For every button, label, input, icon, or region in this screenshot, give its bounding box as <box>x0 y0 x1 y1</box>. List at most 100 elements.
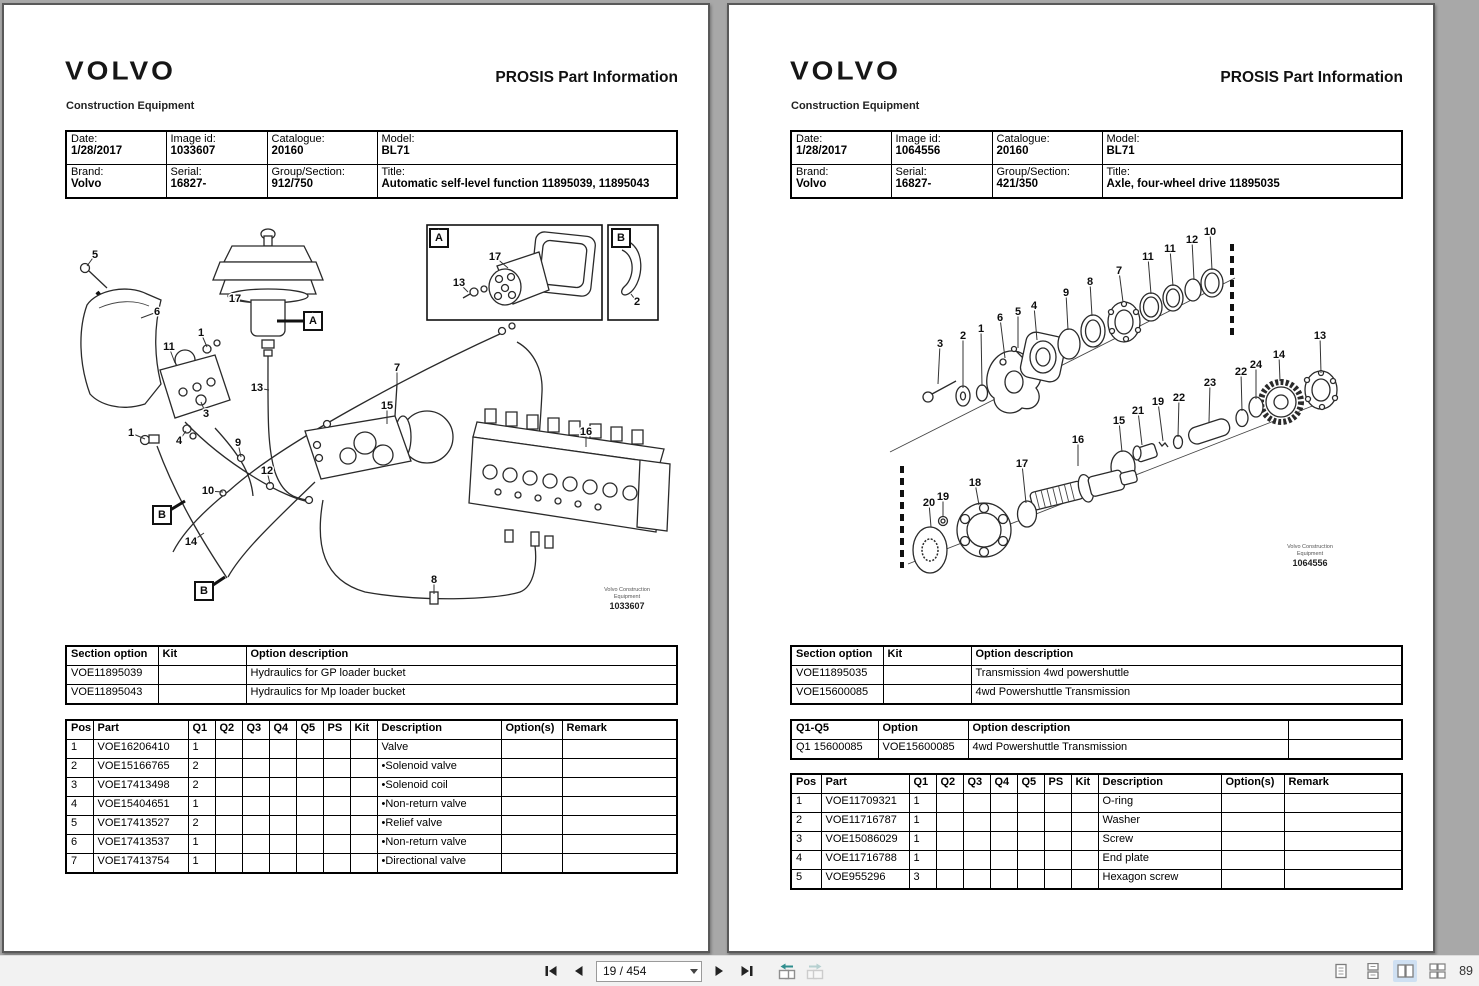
cell-q1: 1 <box>908 850 937 870</box>
column-header: Q3 <box>962 773 991 794</box>
column-header: Part <box>92 719 189 740</box>
leader-line <box>1147 256 1152 295</box>
cell-pos: 1 <box>65 739 94 759</box>
leader-line <box>266 470 271 485</box>
viewer-toolbar: 19 / 454 <box>0 955 1479 986</box>
cell-q1: 1 <box>187 796 216 816</box>
callout-label: 16 <box>1072 434 1084 446</box>
leader-line <box>1209 231 1213 271</box>
column-header: Option description <box>245 645 678 666</box>
cell-q3 <box>241 777 270 797</box>
page-number-dropdown[interactable]: 19 / 454 <box>596 960 702 982</box>
cell-desc: Transmission 4wd powershuttle <box>970 665 1403 685</box>
joystick-art <box>212 228 324 501</box>
cell-kit <box>1070 850 1099 870</box>
callout-label: 17 <box>1016 458 1028 470</box>
two-page-continuous-icon <box>1428 963 1446 979</box>
callout-label: 4 <box>176 435 183 447</box>
cell-q3 <box>241 815 270 835</box>
leader-line <box>140 311 158 319</box>
single-page-icon <box>1335 963 1347 979</box>
cell-pos: 4 <box>65 796 94 816</box>
cell-remark <box>561 777 678 797</box>
cell-q3 <box>241 758 270 778</box>
cell-q5 <box>295 834 324 854</box>
construction-equipment-label: Construction Equipment <box>66 100 195 112</box>
cell-desc: Hexagon screw <box>1097 869 1222 890</box>
two-page-view-button[interactable] <box>1393 960 1418 982</box>
last-page-button[interactable] <box>736 960 758 982</box>
cell-part: VOE17413754 <box>92 853 189 874</box>
selflevel-valve-art <box>304 410 454 480</box>
page-title: PROSIS Part Information <box>495 69 678 86</box>
cell-desc: 4wd Powershuttle Transmission <box>970 684 1403 705</box>
cell-q5 <box>1016 812 1045 832</box>
leader-line <box>928 502 932 528</box>
callout-label: 7 <box>394 362 400 374</box>
cell-q2 <box>935 869 964 890</box>
callout-label: 17 <box>489 251 501 263</box>
leader-line <box>1065 292 1069 331</box>
callout-label: 5 <box>92 249 98 261</box>
cell-q4 <box>268 758 297 778</box>
column-header <box>1287 719 1403 740</box>
cell-q2 <box>214 739 243 759</box>
cell-kit <box>1070 812 1099 832</box>
cell-q3 <box>241 853 270 874</box>
previous-page-icon <box>575 966 583 976</box>
callout-label: 15 <box>1113 415 1125 427</box>
cell-desc: •Solenoid valve <box>376 758 502 778</box>
cell-extra <box>1287 739 1403 760</box>
cell-kit <box>157 665 247 685</box>
ref-letter-box <box>303 311 323 331</box>
first-page-icon <box>545 966 557 976</box>
info-date: Date:1/28/2017 <box>790 130 892 165</box>
next-page-button[interactable] <box>708 960 730 982</box>
leader-line <box>234 298 252 303</box>
previous-page-button[interactable] <box>568 960 590 982</box>
cell-desc: •Non-return valve <box>376 796 502 816</box>
callout-label: 1 <box>128 427 134 439</box>
column-header: Kit <box>1070 773 1099 794</box>
column-header: Description <box>1097 773 1222 794</box>
callout-label: 8 <box>431 574 437 586</box>
callout-label: 6 <box>154 306 160 318</box>
continuous-view-button[interactable] <box>1361 960 1385 982</box>
bracket-art <box>79 262 162 408</box>
cell-opt <box>1220 850 1285 870</box>
section-options-table: Section option Kit Option description VO… <box>790 645 1403 705</box>
next-view-button[interactable] <box>804 960 826 982</box>
callout-label: 14 <box>1273 349 1286 361</box>
column-header: Q2 <box>935 773 964 794</box>
continuous-view-icon <box>1367 963 1379 979</box>
callout-label: 4 <box>1031 300 1038 312</box>
cell-opt <box>500 834 563 854</box>
single-page-view-button[interactable] <box>1329 960 1353 982</box>
page-spread: VOLVO Construction Equipment PROSIS Part… <box>2 3 1435 953</box>
cell-ps <box>322 853 351 874</box>
cell-q3 <box>962 831 991 851</box>
callout-label: A <box>309 315 317 327</box>
cell-kit <box>349 758 378 778</box>
cell-opt <box>500 796 563 816</box>
callout-label: 16 <box>580 426 592 438</box>
callout-label: 24 <box>1250 359 1263 371</box>
cell-q4 <box>268 815 297 835</box>
cell-remark <box>1283 831 1403 851</box>
cell-part: VOE955296 <box>820 869 910 890</box>
cell-desc: •Solenoid coil <box>376 777 502 797</box>
two-page-continuous-view-button[interactable] <box>1425 960 1449 982</box>
cell-option: VOE15600085 <box>877 739 969 760</box>
previous-view-button[interactable] <box>776 960 798 982</box>
cell-q1: 1 <box>187 739 216 759</box>
cell-q3 <box>962 850 991 870</box>
callout-label: 6 <box>997 312 1003 324</box>
pilot-valve-art <box>139 339 231 446</box>
first-page-button[interactable] <box>540 960 562 982</box>
zoom-level[interactable]: 89 <box>1459 964 1473 978</box>
cell-q1: 1 <box>187 853 216 874</box>
